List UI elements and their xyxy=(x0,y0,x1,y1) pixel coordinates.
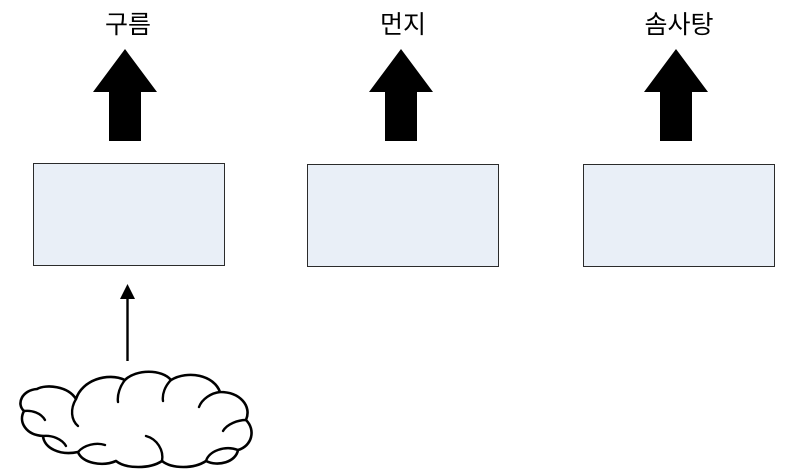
process-box-2[interactable] xyxy=(307,164,499,267)
column-label-2: 먼지 xyxy=(379,10,427,39)
thin-up-arrow-icon-1 xyxy=(110,283,146,368)
column-label-3: 솜사탕 xyxy=(644,10,714,39)
column-label-1: 구름 xyxy=(104,10,152,39)
process-box-3[interactable] xyxy=(583,164,775,267)
cloud-icon-1 xyxy=(12,366,262,472)
thick-up-arrow-icon-1 xyxy=(92,48,158,147)
thick-up-arrow-icon-2 xyxy=(368,48,434,147)
process-box-1[interactable] xyxy=(33,163,225,266)
thick-up-arrow-icon-3 xyxy=(643,48,709,147)
